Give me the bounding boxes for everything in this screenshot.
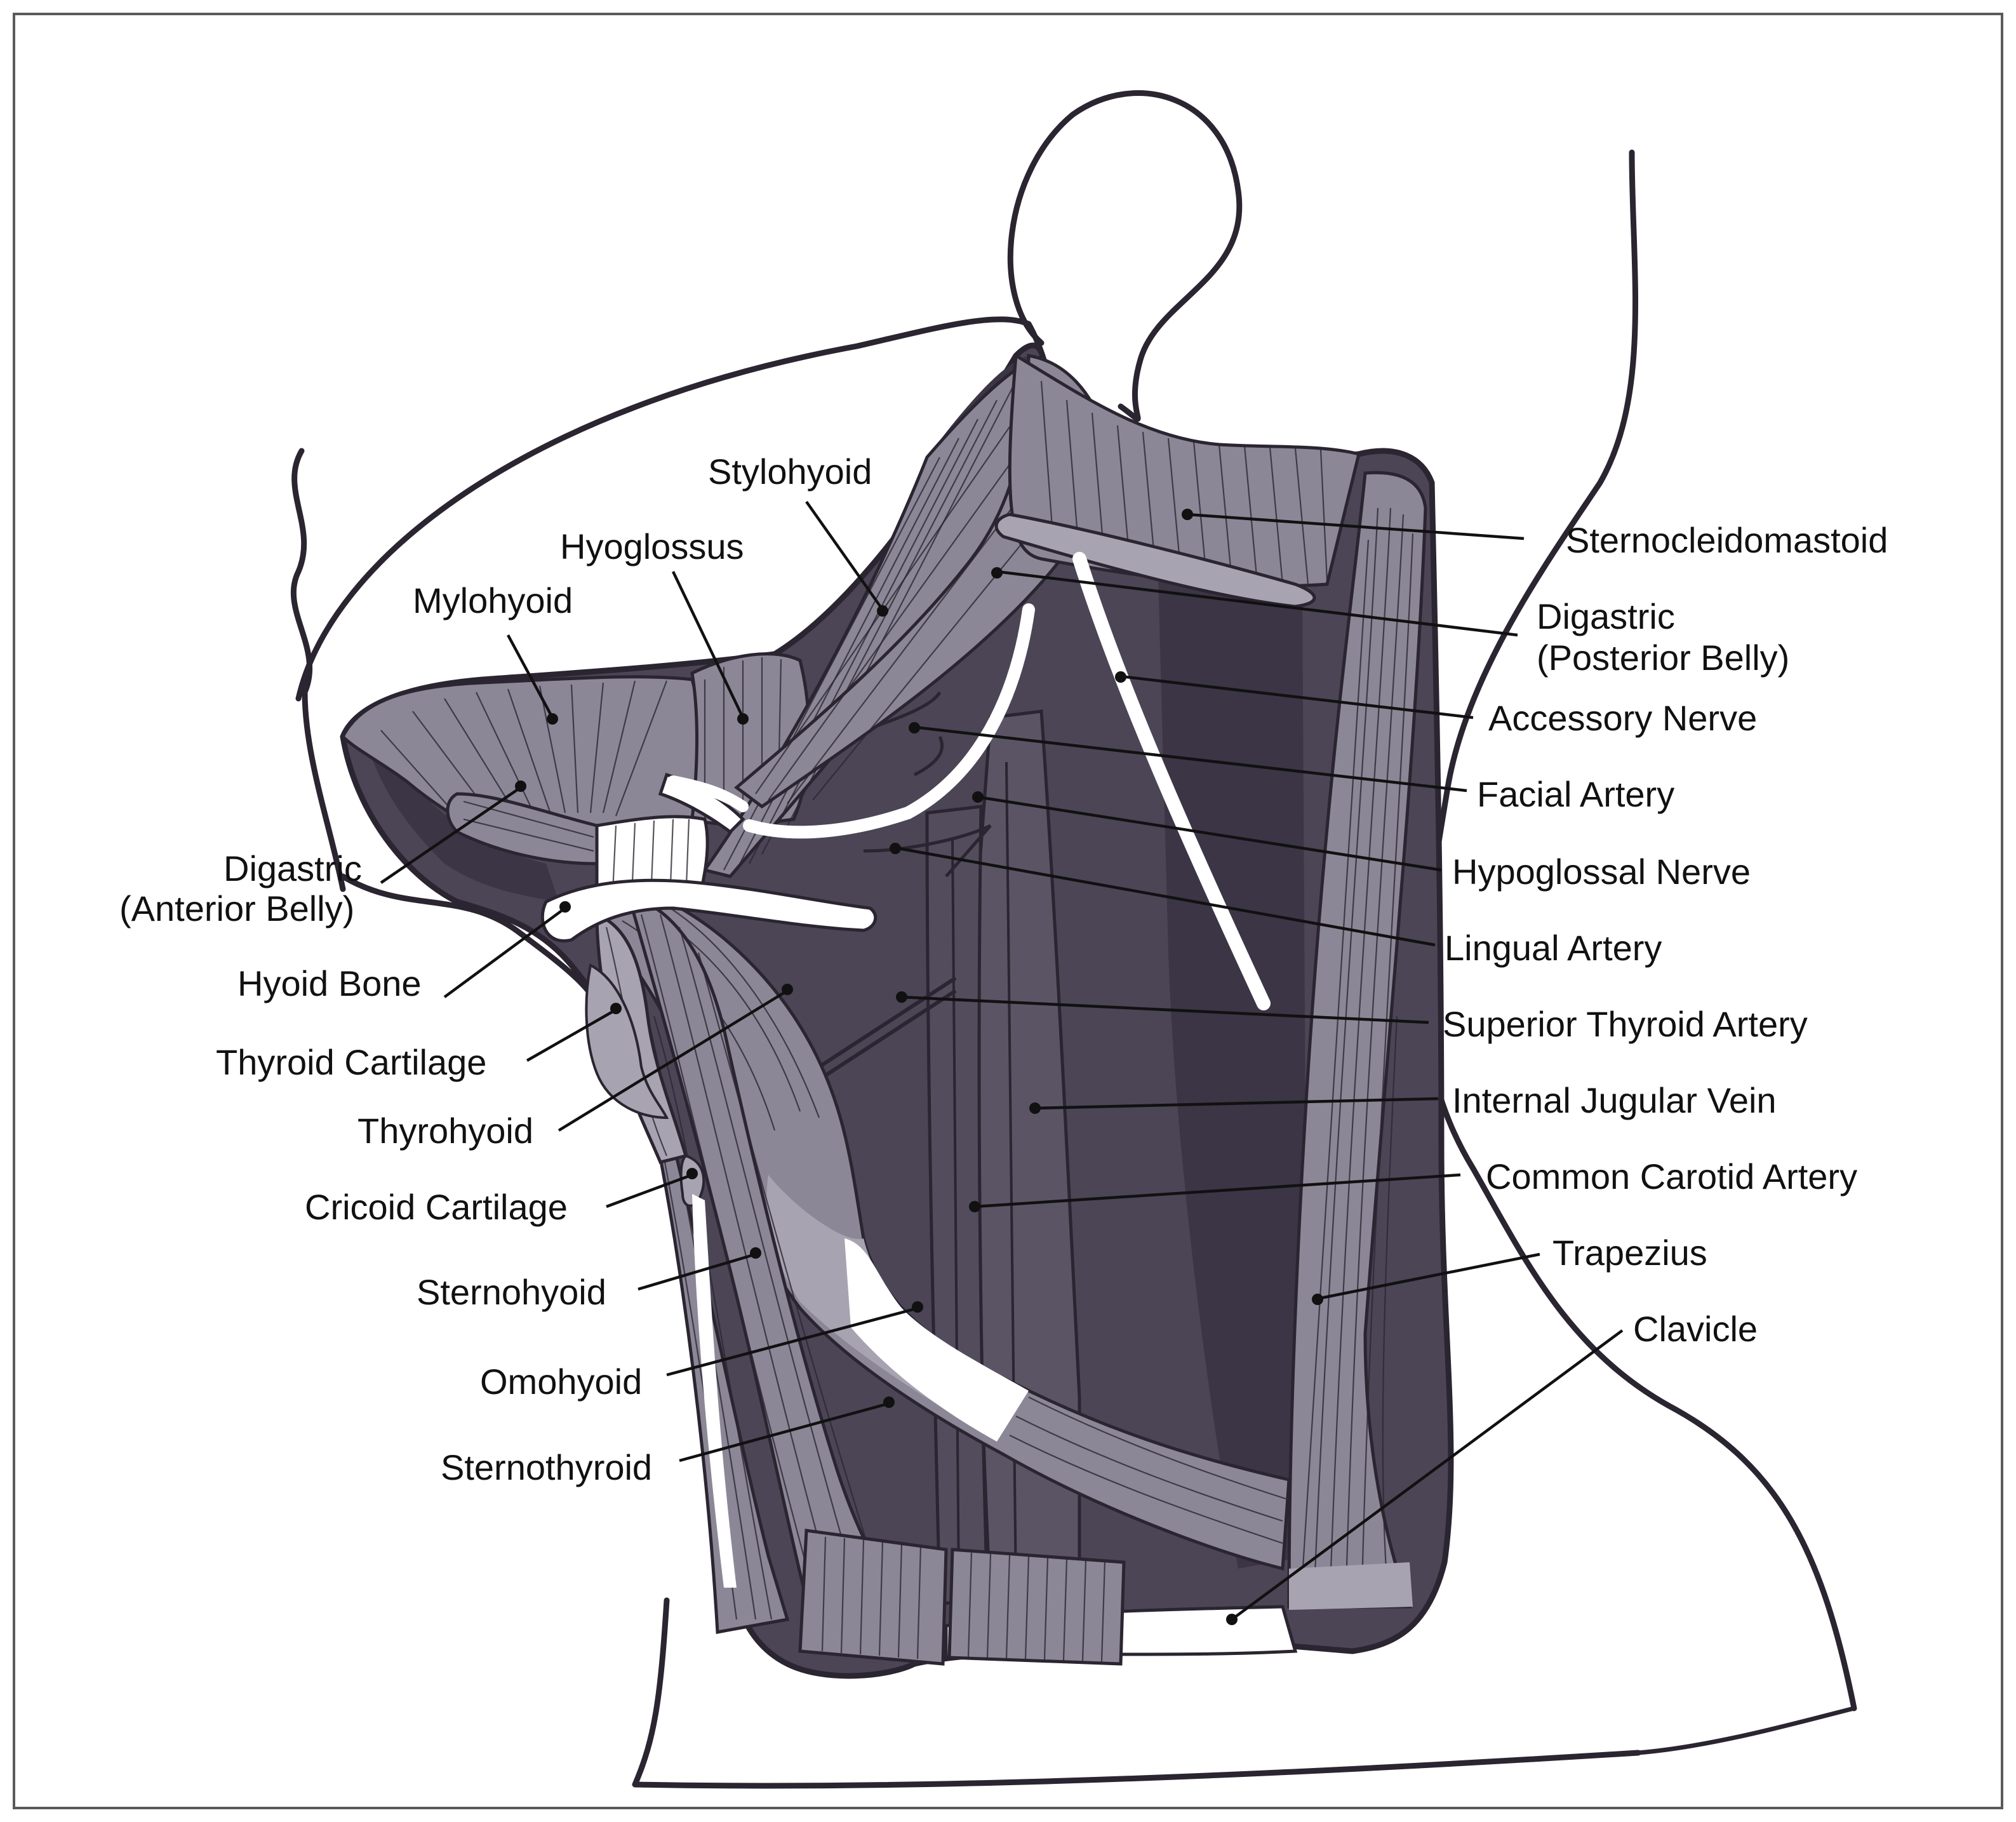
- label-stylohyoid: Stylohyoid: [708, 452, 872, 492]
- jaw-outline: [293, 451, 343, 889]
- label-digastric-anterior-2: (Anterior Belly): [119, 888, 354, 928]
- label-thyrohyoid: Thyrohyoid: [357, 1111, 533, 1151]
- label-accessory-nerve: Accessory Nerve: [1488, 698, 1757, 738]
- label-hyoglossus: Hyoglossus: [560, 526, 744, 566]
- label-internal-jugular-vein: Internal Jugular Vein: [1452, 1080, 1777, 1120]
- label-hypoglossal-nerve: Hypoglossal Nerve: [1452, 852, 1751, 892]
- label-sternohyoid: Sternohyoid: [417, 1272, 606, 1312]
- label-cricoid-cartilage: Cricoid Cartilage: [305, 1187, 568, 1227]
- label-sternothyroid: Sternothyroid: [441, 1447, 652, 1487]
- label-digastric-posterior-2: (Posterior Belly): [1537, 638, 1789, 678]
- shoulder-line: [1638, 1708, 1854, 1753]
- label-trapezius: Trapezius: [1552, 1233, 1707, 1273]
- label-superior-thyroid-artery: Superior Thyroid Artery: [1443, 1004, 1808, 1044]
- label-mylohyoid: Mylohyoid: [413, 580, 573, 620]
- label-hyoid-bone: Hyoid Bone: [237, 963, 422, 1003]
- label-sternocleidomastoid: Sternocleidomastoid: [1566, 520, 1888, 560]
- label-thyroid-cartilage: Thyroid Cartilage: [216, 1042, 486, 1082]
- label-facial-artery: Facial Artery: [1477, 774, 1674, 814]
- label-digastric-anterior-1: Digastric: [224, 848, 362, 888]
- labels-right: Sternocleidomastoid Digastric (Posterior…: [1443, 520, 1888, 1349]
- label-omohyoid: Omohyoid: [480, 1362, 642, 1402]
- label-lingual-artery: Lingual Artery: [1445, 928, 1662, 968]
- label-digastric-posterior-1: Digastric: [1537, 596, 1675, 636]
- label-common-carotid-artery: Common Carotid Artery: [1486, 1156, 1857, 1196]
- label-clavicle: Clavicle: [1633, 1309, 1758, 1349]
